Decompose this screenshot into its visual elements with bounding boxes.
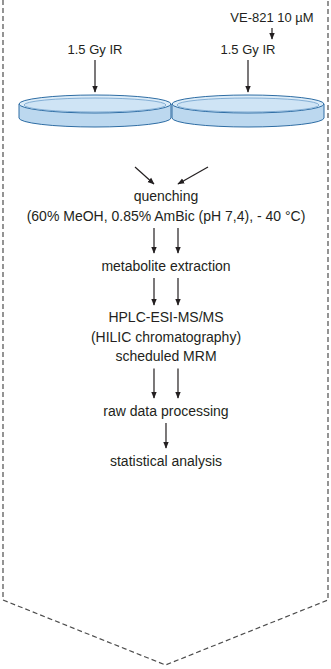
petri-dish bbox=[169, 58, 327, 130]
flow-arrow bbox=[177, 228, 178, 253]
flow-arrow bbox=[177, 369, 178, 399]
flow-arrow bbox=[178, 167, 208, 184]
irradiation-arrow bbox=[247, 60, 248, 92]
process-step: quenching(60% MeOH, 0.85% AmBic (pH 7,4)… bbox=[27, 186, 306, 226]
step-label: VE-821 10 µM bbox=[230, 10, 313, 26]
process-step: HPLC-ESI-MS/MS(HILIC chromatography)sche… bbox=[91, 308, 241, 367]
step-label: HPLC-ESI-MS/MS bbox=[91, 308, 241, 328]
process-step: VE-821 10 µM bbox=[230, 10, 313, 26]
flow-arrow bbox=[153, 369, 154, 399]
irradiation-arrow bbox=[94, 60, 95, 92]
flow-arrow bbox=[135, 167, 154, 184]
process-step: metabolite extraction bbox=[101, 256, 230, 276]
petri-dish bbox=[16, 58, 174, 130]
dish-step: 1.5 Gy IR bbox=[16, 42, 174, 166]
step-label: raw data processing bbox=[103, 401, 228, 421]
dish-rim bbox=[172, 95, 324, 113]
step-label: (HILIC chromatography) bbox=[91, 328, 241, 348]
step-label: 1.5 Gy IR bbox=[169, 42, 327, 58]
flow-arrow bbox=[153, 278, 154, 305]
flow-arrow bbox=[153, 228, 154, 253]
dish-step: 1.5 Gy IR bbox=[169, 42, 327, 166]
flow-arrow bbox=[177, 278, 178, 305]
flow-arrow bbox=[165, 423, 166, 448]
process-step: raw data processing bbox=[103, 401, 228, 421]
dish-inner bbox=[177, 98, 319, 112]
chevron-outline bbox=[3, 0, 328, 665]
step-label: statistical analysis bbox=[110, 451, 222, 471]
flow-arrow bbox=[271, 28, 272, 39]
process-step: statistical analysis bbox=[110, 451, 222, 471]
step-label: scheduled MRM bbox=[91, 347, 241, 367]
dish-inner bbox=[24, 98, 166, 112]
step-label: (60% MeOH, 0.85% AmBic (pH 7,4), - 40 °C… bbox=[27, 206, 306, 226]
step-label: quenching bbox=[27, 186, 306, 206]
step-label: metabolite extraction bbox=[101, 256, 230, 276]
dish-rim bbox=[19, 95, 171, 113]
step-label: 1.5 Gy IR bbox=[16, 42, 174, 58]
